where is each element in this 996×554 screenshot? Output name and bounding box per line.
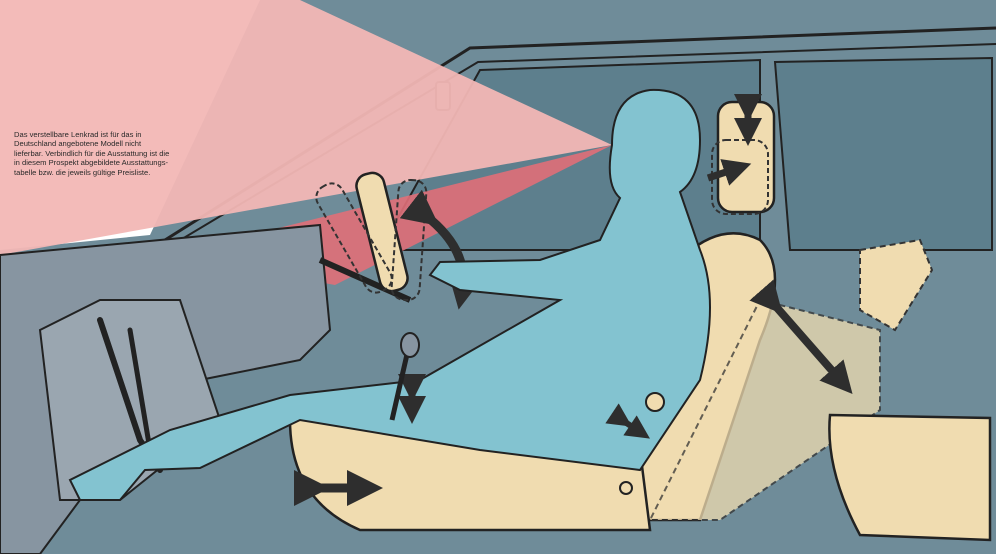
- legal-notice-caption: Das verstellbare Lenkrad ist für das in …: [14, 130, 246, 177]
- rear-seat: [829, 415, 990, 540]
- caption-line: in diesem Prospekt abgebildete Ausstattu…: [14, 158, 246, 167]
- side-window-rear: [775, 58, 992, 250]
- caption-line: tabelle bzw. die jeweils gültige Preisli…: [14, 168, 246, 177]
- caption-line: lieferbar. Verbindlich für die Ausstattu…: [14, 149, 246, 158]
- recline-knob: [646, 393, 664, 411]
- caption-line: Deutschland angebotene Modell nicht: [14, 139, 246, 148]
- caption-line: Das verstellbare Lenkrad ist für das in: [14, 130, 246, 139]
